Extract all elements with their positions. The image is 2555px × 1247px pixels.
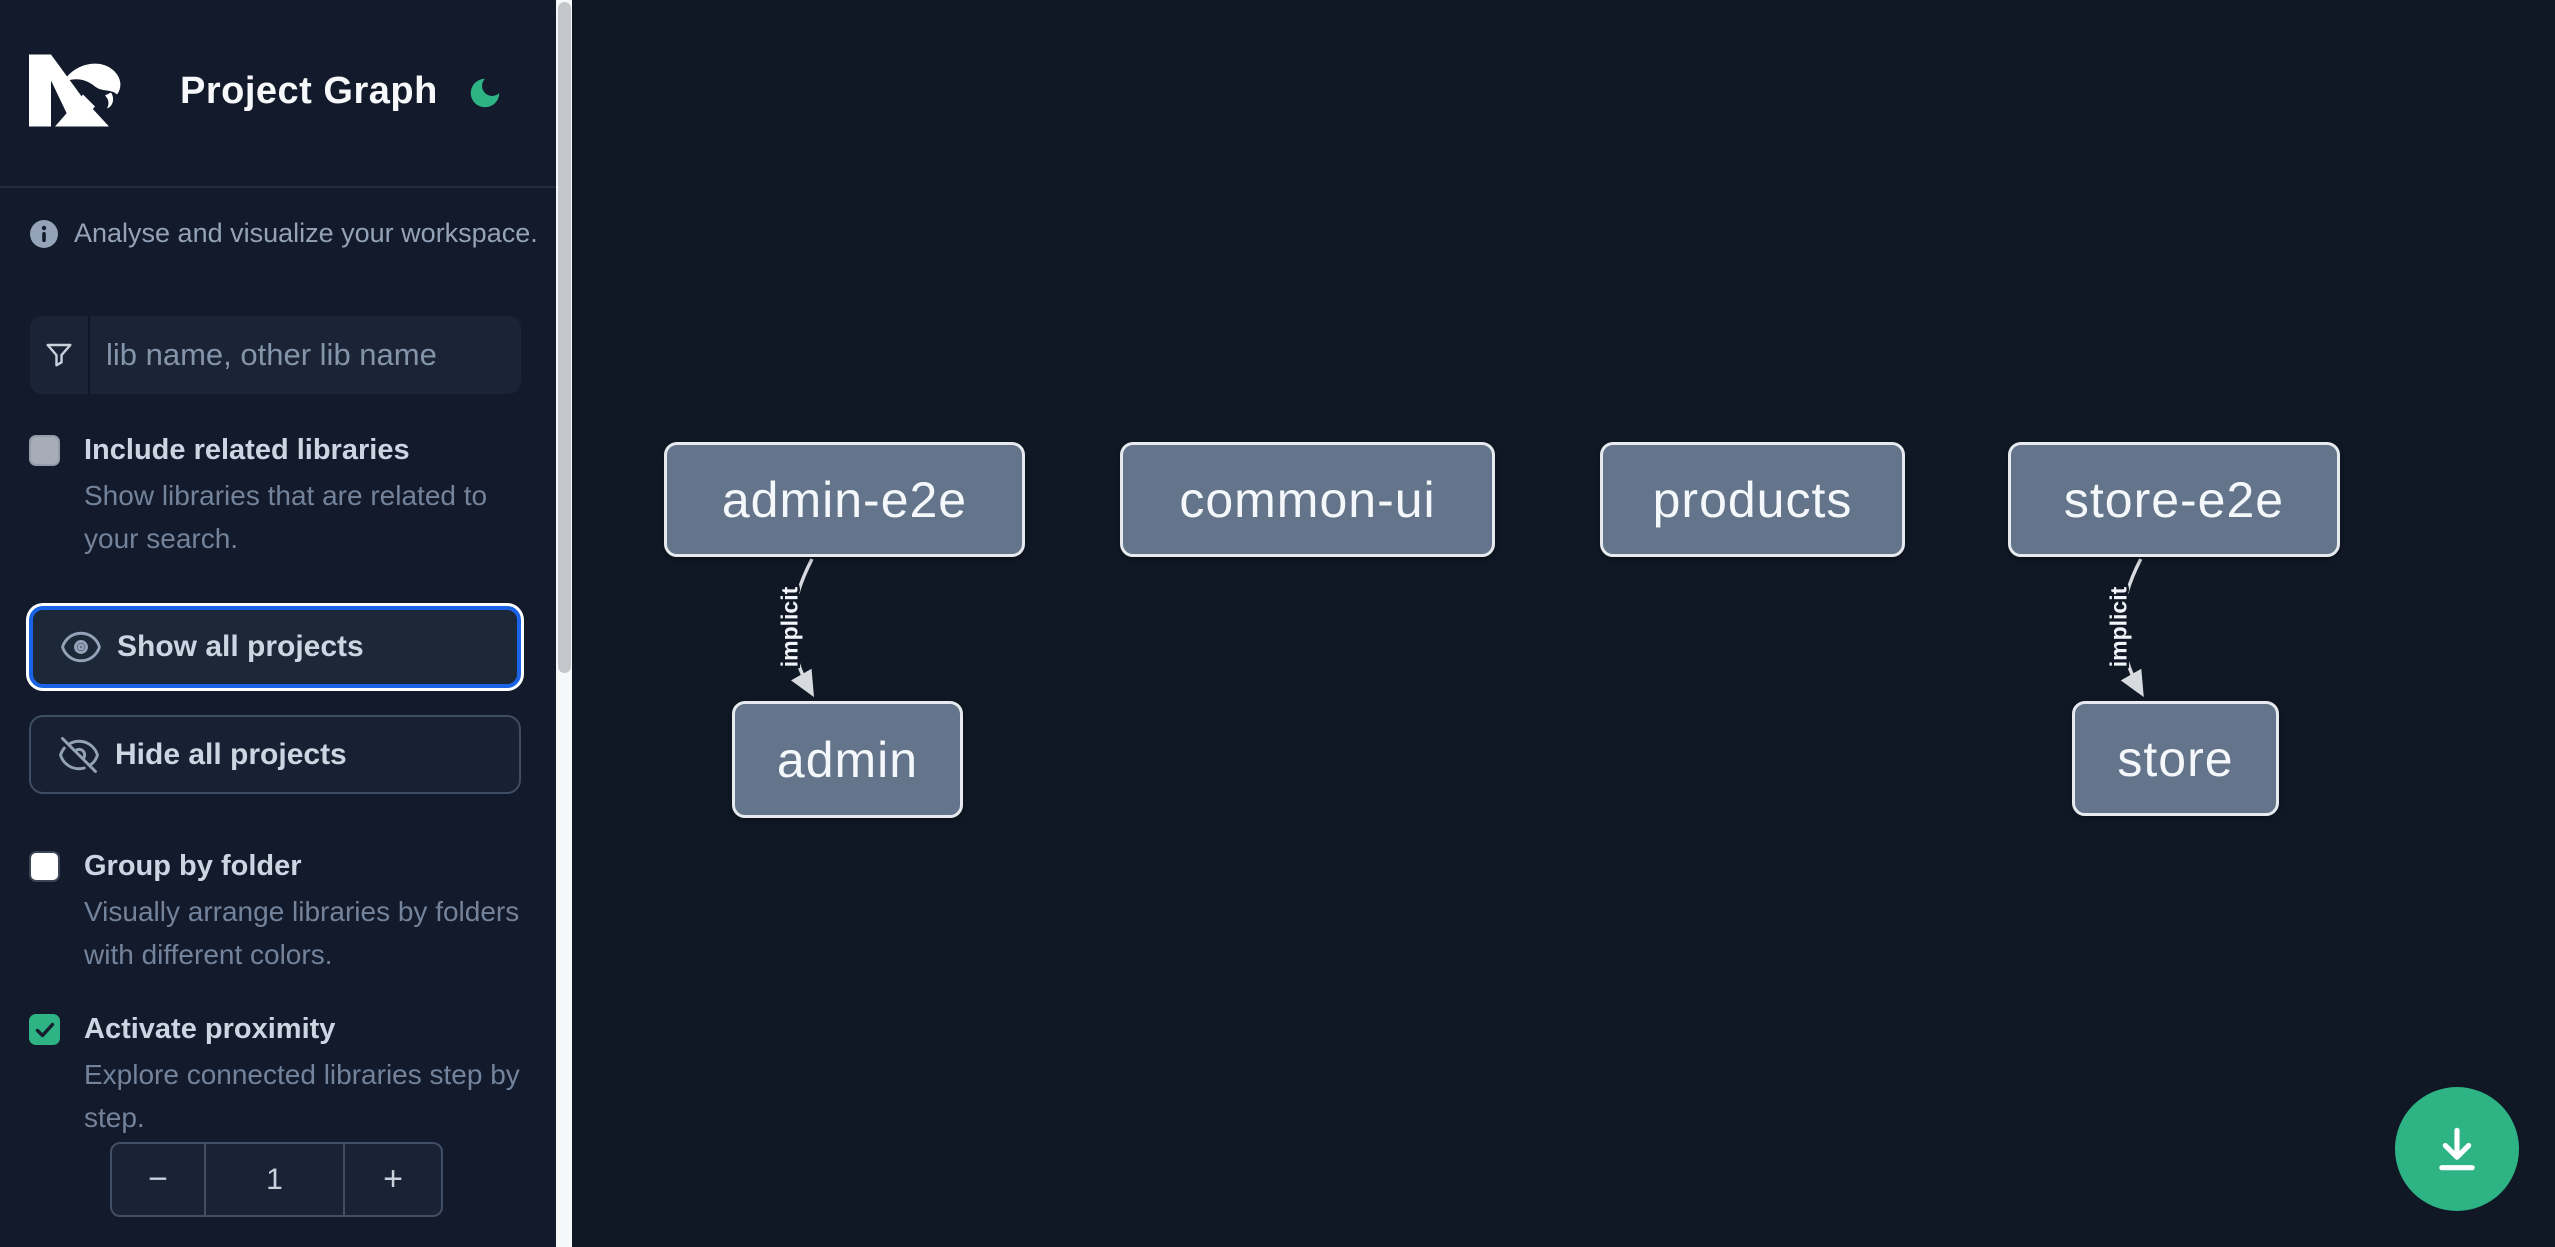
graph-node-admin-e2e[interactable]: admin-e2e <box>664 442 1025 557</box>
graph-node-products[interactable]: products <box>1600 442 1905 557</box>
option-description: Show libraries that are related to your … <box>84 480 488 554</box>
checkbox-group-by-folder[interactable] <box>29 851 60 882</box>
download-icon <box>2439 1127 2475 1171</box>
option-label: Include related libraries <box>84 434 410 466</box>
option-group-by-folder: Group by folder Visually arrange librari… <box>29 850 519 976</box>
sidebar-header: Project Graph <box>0 0 556 188</box>
eye-icon <box>61 631 101 663</box>
graph-node-common-ui[interactable]: common-ui <box>1120 442 1495 557</box>
download-graph-button[interactable] <box>2395 1087 2519 1211</box>
option-label: Activate proximity <box>84 1013 336 1045</box>
sidebar: Project Graph Analyse and visualize your… <box>0 0 556 1247</box>
show-all-projects-button[interactable]: Show all projects <box>29 606 521 688</box>
stepper-value: 1 <box>266 1162 283 1196</box>
stepper-increase-button[interactable]: + <box>343 1144 441 1215</box>
search-box <box>30 316 521 394</box>
theme-toggle-button[interactable] <box>466 74 504 112</box>
moon-icon <box>470 78 500 108</box>
graph-node-store[interactable]: store <box>2072 701 2279 816</box>
option-description: Explore connected libraries step by step… <box>84 1059 520 1133</box>
search-input[interactable] <box>90 316 521 394</box>
hide-all-projects-label: Hide all projects <box>115 737 347 771</box>
checkbox-activate-proximity[interactable] <box>29 1014 60 1045</box>
graph-node-store-e2e[interactable]: store-e2e <box>2008 442 2340 557</box>
option-label: Group by folder <box>84 850 302 882</box>
graph-node-admin[interactable]: admin <box>732 701 963 818</box>
option-activate-proximity: Activate proximity Explore connected lib… <box>29 1013 520 1139</box>
info-icon <box>30 219 58 248</box>
proximity-depth-stepper: − 1 + <box>110 1142 443 1217</box>
page-title: Project Graph <box>180 70 438 112</box>
hide-all-projects-button[interactable]: Hide all projects <box>29 715 521 794</box>
edge-label-store-e2e-to-store: implicit <box>2106 586 2132 667</box>
sidebar-scrollbar-thumb[interactable] <box>557 2 571 673</box>
edge-store-e2e-to-store <box>2120 558 2144 698</box>
option-description: Visually arrange libraries by folders wi… <box>84 896 520 970</box>
info-text: Analyse and visualize your workspace. <box>74 218 538 248</box>
show-all-projects-label: Show all projects <box>117 630 364 663</box>
check-icon <box>35 1022 54 1037</box>
checkbox-include-related-libraries[interactable] <box>29 435 60 466</box>
edge-admin-e2e-to-admin <box>790 558 815 698</box>
edge-label-admin-e2e-to-admin: implicit <box>776 586 802 667</box>
eye-off-icon <box>59 736 99 773</box>
stepper-decrease-button[interactable]: − <box>112 1144 206 1215</box>
option-include-related-libraries: Include related libraries Show libraries… <box>29 434 489 560</box>
workspace-info: Analyse and visualize your workspace. <box>30 218 538 249</box>
nx-logo[interactable] <box>25 54 125 127</box>
sidebar-scrollbar-track[interactable] <box>556 0 572 1247</box>
filter-icon <box>30 316 90 394</box>
